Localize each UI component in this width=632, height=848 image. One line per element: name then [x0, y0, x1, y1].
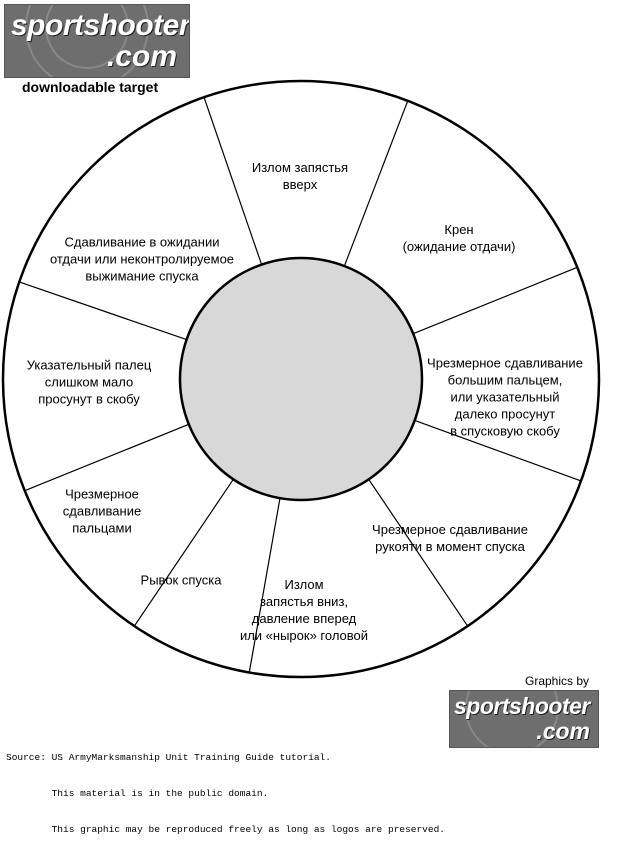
segment-label-jerking: Рывок спуска: [140, 572, 222, 588]
segment-divider-8: [19, 281, 187, 341]
segment-label-heeling: Крен(ожидание отдачи): [402, 222, 516, 254]
segment-divider-6: [133, 478, 234, 627]
graphics-credit: Graphics by: [525, 674, 590, 688]
source-line: This material is in the public domain.: [6, 788, 269, 799]
segment-divider-2: [412, 266, 578, 335]
page-subtitle: downloadable target: [22, 79, 159, 95]
logo-text-domain: .com: [536, 718, 590, 744]
logo-text-main: sportshooter: [454, 693, 590, 719]
sportshooter-logo-bottom: sportshooter .com: [449, 690, 599, 748]
segment-dividers: [19, 97, 582, 673]
segment-divider-3: [414, 419, 582, 482]
segment-divider-1: [343, 100, 409, 267]
segment-divider-0: [203, 97, 263, 265]
bullseye: [178, 256, 424, 502]
target-wheel: [1, 79, 601, 679]
source-line: This graphic may be reproduced freely as…: [6, 824, 445, 835]
sportshooter-logo-top: sportshooter .com: [4, 4, 190, 78]
segment-divider-7: [24, 423, 190, 492]
segment-divider-5: [248, 498, 281, 673]
source-note: Source: US ArmyMarksmanship Unit Trainin…: [6, 728, 445, 848]
source-line: Source: US ArmyMarksmanship Unit Trainin…: [6, 752, 331, 763]
logo-text-main: sportshooter: [11, 9, 190, 42]
logo-text-domain: .com: [106, 40, 177, 73]
segment-divider-4: [368, 478, 469, 627]
